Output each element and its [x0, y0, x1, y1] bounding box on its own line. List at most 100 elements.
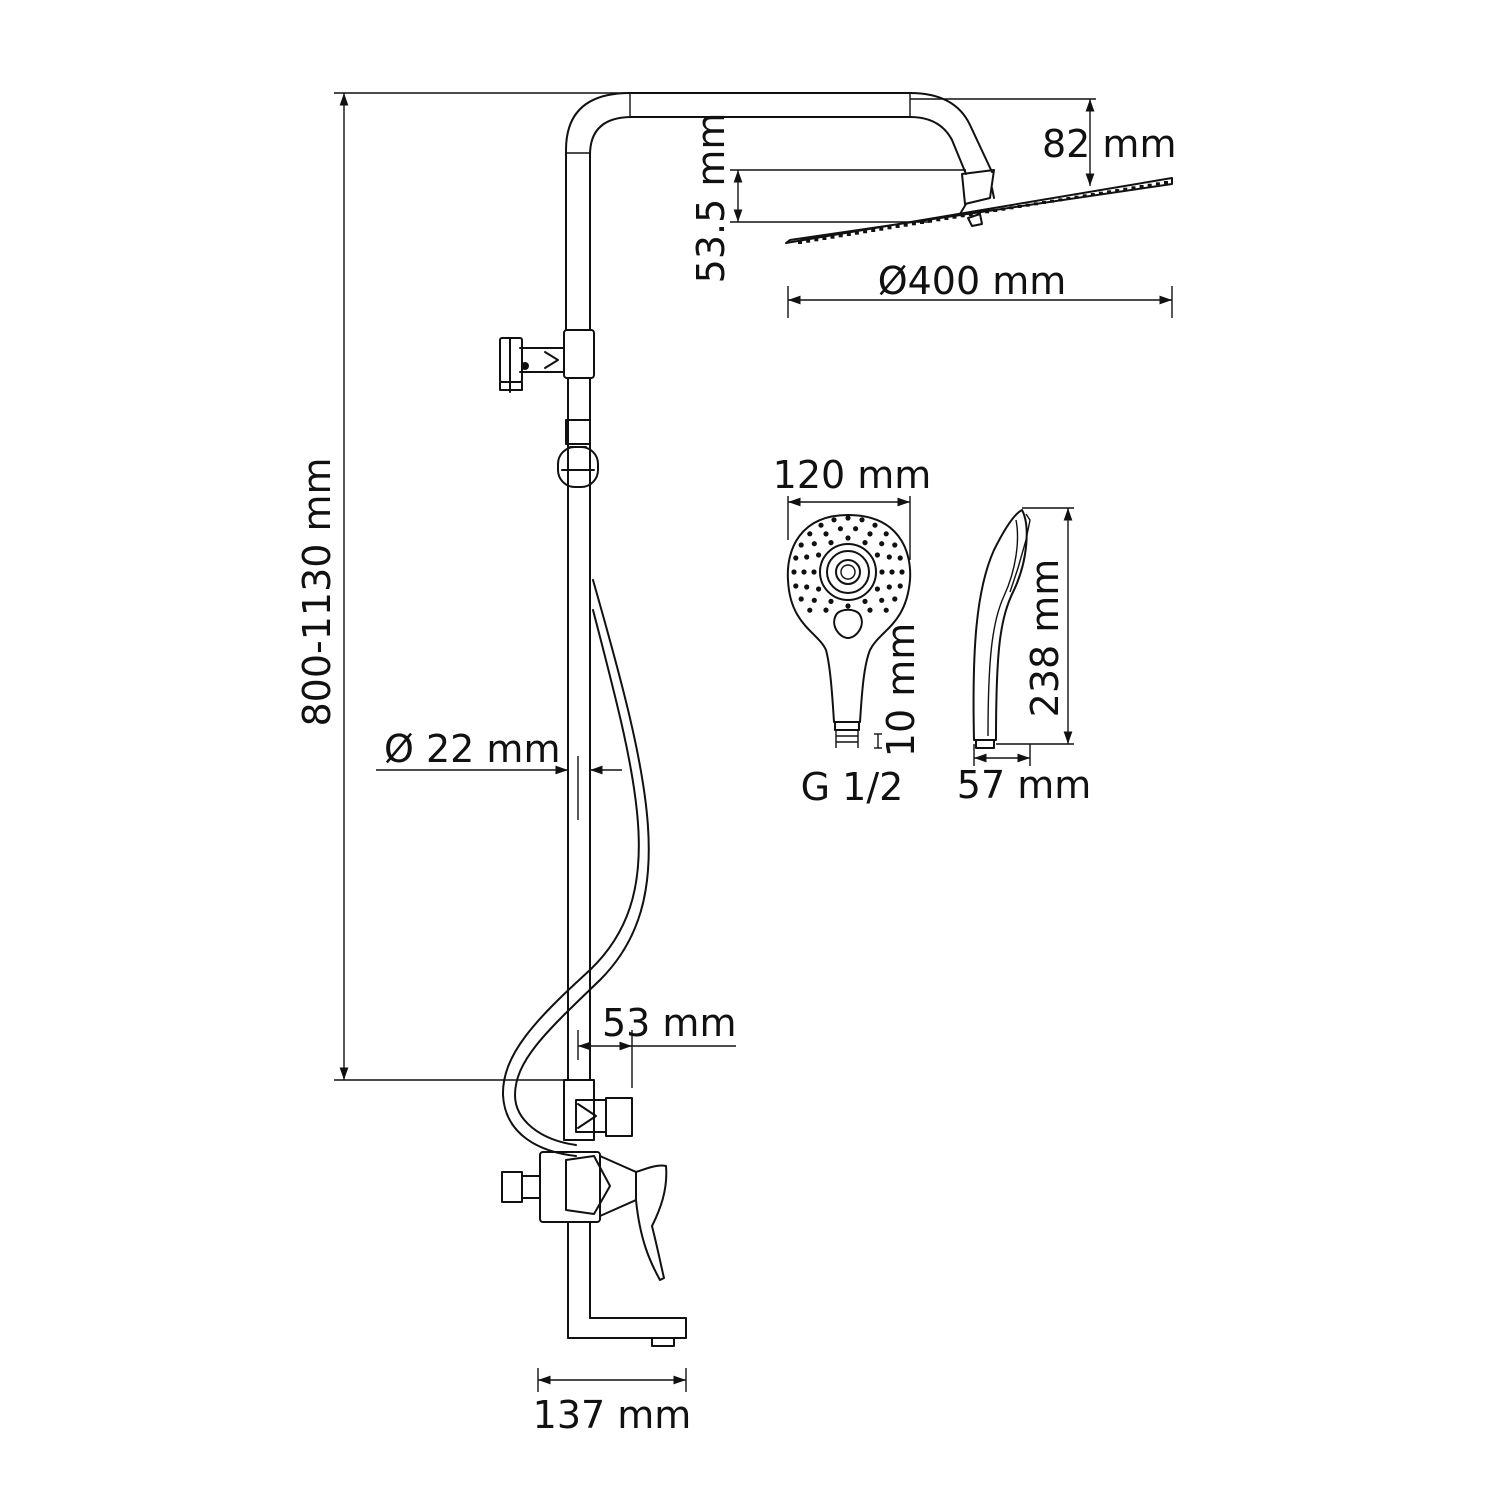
rail-offset-label: 53 mm — [602, 1001, 736, 1045]
nozzle — [993, 209, 998, 212]
nozzle — [814, 238, 819, 242]
dimension-hand-width: 120 mm — [773, 453, 932, 560]
nozzle — [887, 226, 892, 230]
spray-nozzle — [892, 542, 898, 548]
spray-nozzle — [807, 607, 813, 613]
nozzle — [806, 239, 811, 243]
spray-nozzle — [879, 597, 885, 603]
nozzle — [911, 222, 916, 226]
spray-nozzle — [811, 541, 817, 547]
spray-nozzle — [859, 517, 865, 523]
spray-nozzle — [867, 531, 873, 537]
spray-nozzle — [874, 552, 881, 558]
nozzle — [854, 231, 859, 235]
hand-width-label: 120 mm — [773, 453, 932, 497]
dimension-rail-offset: 53 mm — [577, 1001, 736, 1088]
nozzle — [822, 237, 827, 240]
spray-nozzle — [816, 552, 822, 558]
spray-nozzle — [801, 569, 807, 575]
nozzle — [1107, 190, 1112, 194]
nozzle — [1066, 197, 1071, 200]
spray-nozzle — [845, 535, 851, 541]
dimension-hand-depth: 57 mm — [957, 744, 1091, 807]
spray-nozzle — [816, 586, 822, 592]
spray-nozzle — [828, 598, 834, 605]
nozzle — [944, 217, 949, 220]
hand-shower-front — [786, 514, 912, 748]
nozzle — [830, 235, 835, 239]
spray-nozzle — [867, 607, 873, 613]
spray-nozzle — [899, 569, 905, 575]
riser-pipe — [565, 92, 911, 1081]
nozzle — [879, 227, 884, 231]
spray-nozzle — [823, 607, 829, 613]
spray-nozzle — [897, 555, 903, 561]
spray-nozzle — [879, 569, 885, 575]
nozzle — [798, 241, 802, 244]
spray-nozzle — [798, 542, 804, 548]
nozzle — [1123, 187, 1128, 191]
shower-hose — [501, 579, 650, 1157]
nozzle — [1082, 194, 1087, 198]
spray-nozzle — [804, 584, 810, 590]
dimension-arm-drop: 82 mm — [910, 98, 1176, 186]
nozzle — [1001, 207, 1006, 211]
nozzle — [1131, 186, 1136, 190]
shower-arm — [909, 92, 995, 205]
spray-nozzle — [804, 554, 810, 560]
rail-diameter-label: Ø 22 mm — [384, 727, 560, 771]
nozzle — [1017, 205, 1022, 208]
nozzle — [1033, 202, 1038, 206]
dimension-rail-diameter: Ø 22 mm — [376, 727, 622, 820]
dimension-head-thickness: 53.5 mm — [689, 113, 966, 283]
nozzle — [1074, 195, 1079, 199]
nozzle — [838, 234, 843, 238]
hand-depth-label: 57 mm — [957, 763, 1091, 807]
dimension-total-height: 800-1130 mm — [295, 92, 630, 1081]
hand-shower-holder — [557, 419, 599, 488]
spray-nozzle — [872, 522, 878, 528]
nozzle — [1058, 198, 1063, 202]
spray-nozzle — [791, 569, 797, 575]
nozzle — [968, 213, 973, 216]
spray-nozzle — [874, 586, 881, 592]
spray-nozzle — [889, 569, 895, 575]
spray-nozzle — [862, 540, 868, 546]
spray-nozzle — [845, 515, 851, 521]
thread-size-label: G 1/2 — [801, 765, 904, 809]
slider-clamp — [499, 329, 595, 393]
spray-nozzle — [823, 531, 829, 537]
nozzle — [985, 210, 990, 214]
spray-nozzle — [811, 597, 817, 603]
nozzle — [1164, 181, 1168, 184]
total-height-label: 800-1130 mm — [295, 457, 339, 726]
nozzle — [863, 230, 868, 234]
spray-nozzle — [828, 540, 834, 546]
spray-nozzle — [853, 526, 859, 532]
dimension-thread-length: 10 mm G 1/2 — [801, 623, 923, 809]
nozzle — [1090, 193, 1095, 196]
nozzle — [1050, 199, 1055, 203]
dimension-hand-length: 238 mm — [996, 507, 1074, 745]
nozzle — [1147, 183, 1152, 187]
dimension-spout-length: 137 mm — [533, 1368, 691, 1437]
spray-nozzle — [831, 517, 837, 523]
hand-length-label: 238 mm — [1023, 559, 1067, 718]
mixer-lever — [635, 1164, 668, 1281]
nozzle — [1042, 201, 1046, 204]
spray-nozzle — [862, 598, 868, 605]
diverter-block — [563, 1079, 633, 1141]
spout — [567, 1221, 687, 1347]
nozzle — [1139, 185, 1144, 188]
nozzle — [846, 233, 851, 236]
spray-nozzle — [897, 583, 903, 589]
nozzle — [903, 223, 908, 227]
spray-nozzle — [811, 569, 817, 575]
arm-drop-label: 82 mm — [1042, 122, 1176, 166]
spray-nozzle — [837, 526, 844, 532]
spray-nozzle — [807, 531, 813, 537]
nozzle — [936, 218, 941, 222]
nozzle — [895, 225, 900, 228]
nozzle — [976, 211, 981, 215]
